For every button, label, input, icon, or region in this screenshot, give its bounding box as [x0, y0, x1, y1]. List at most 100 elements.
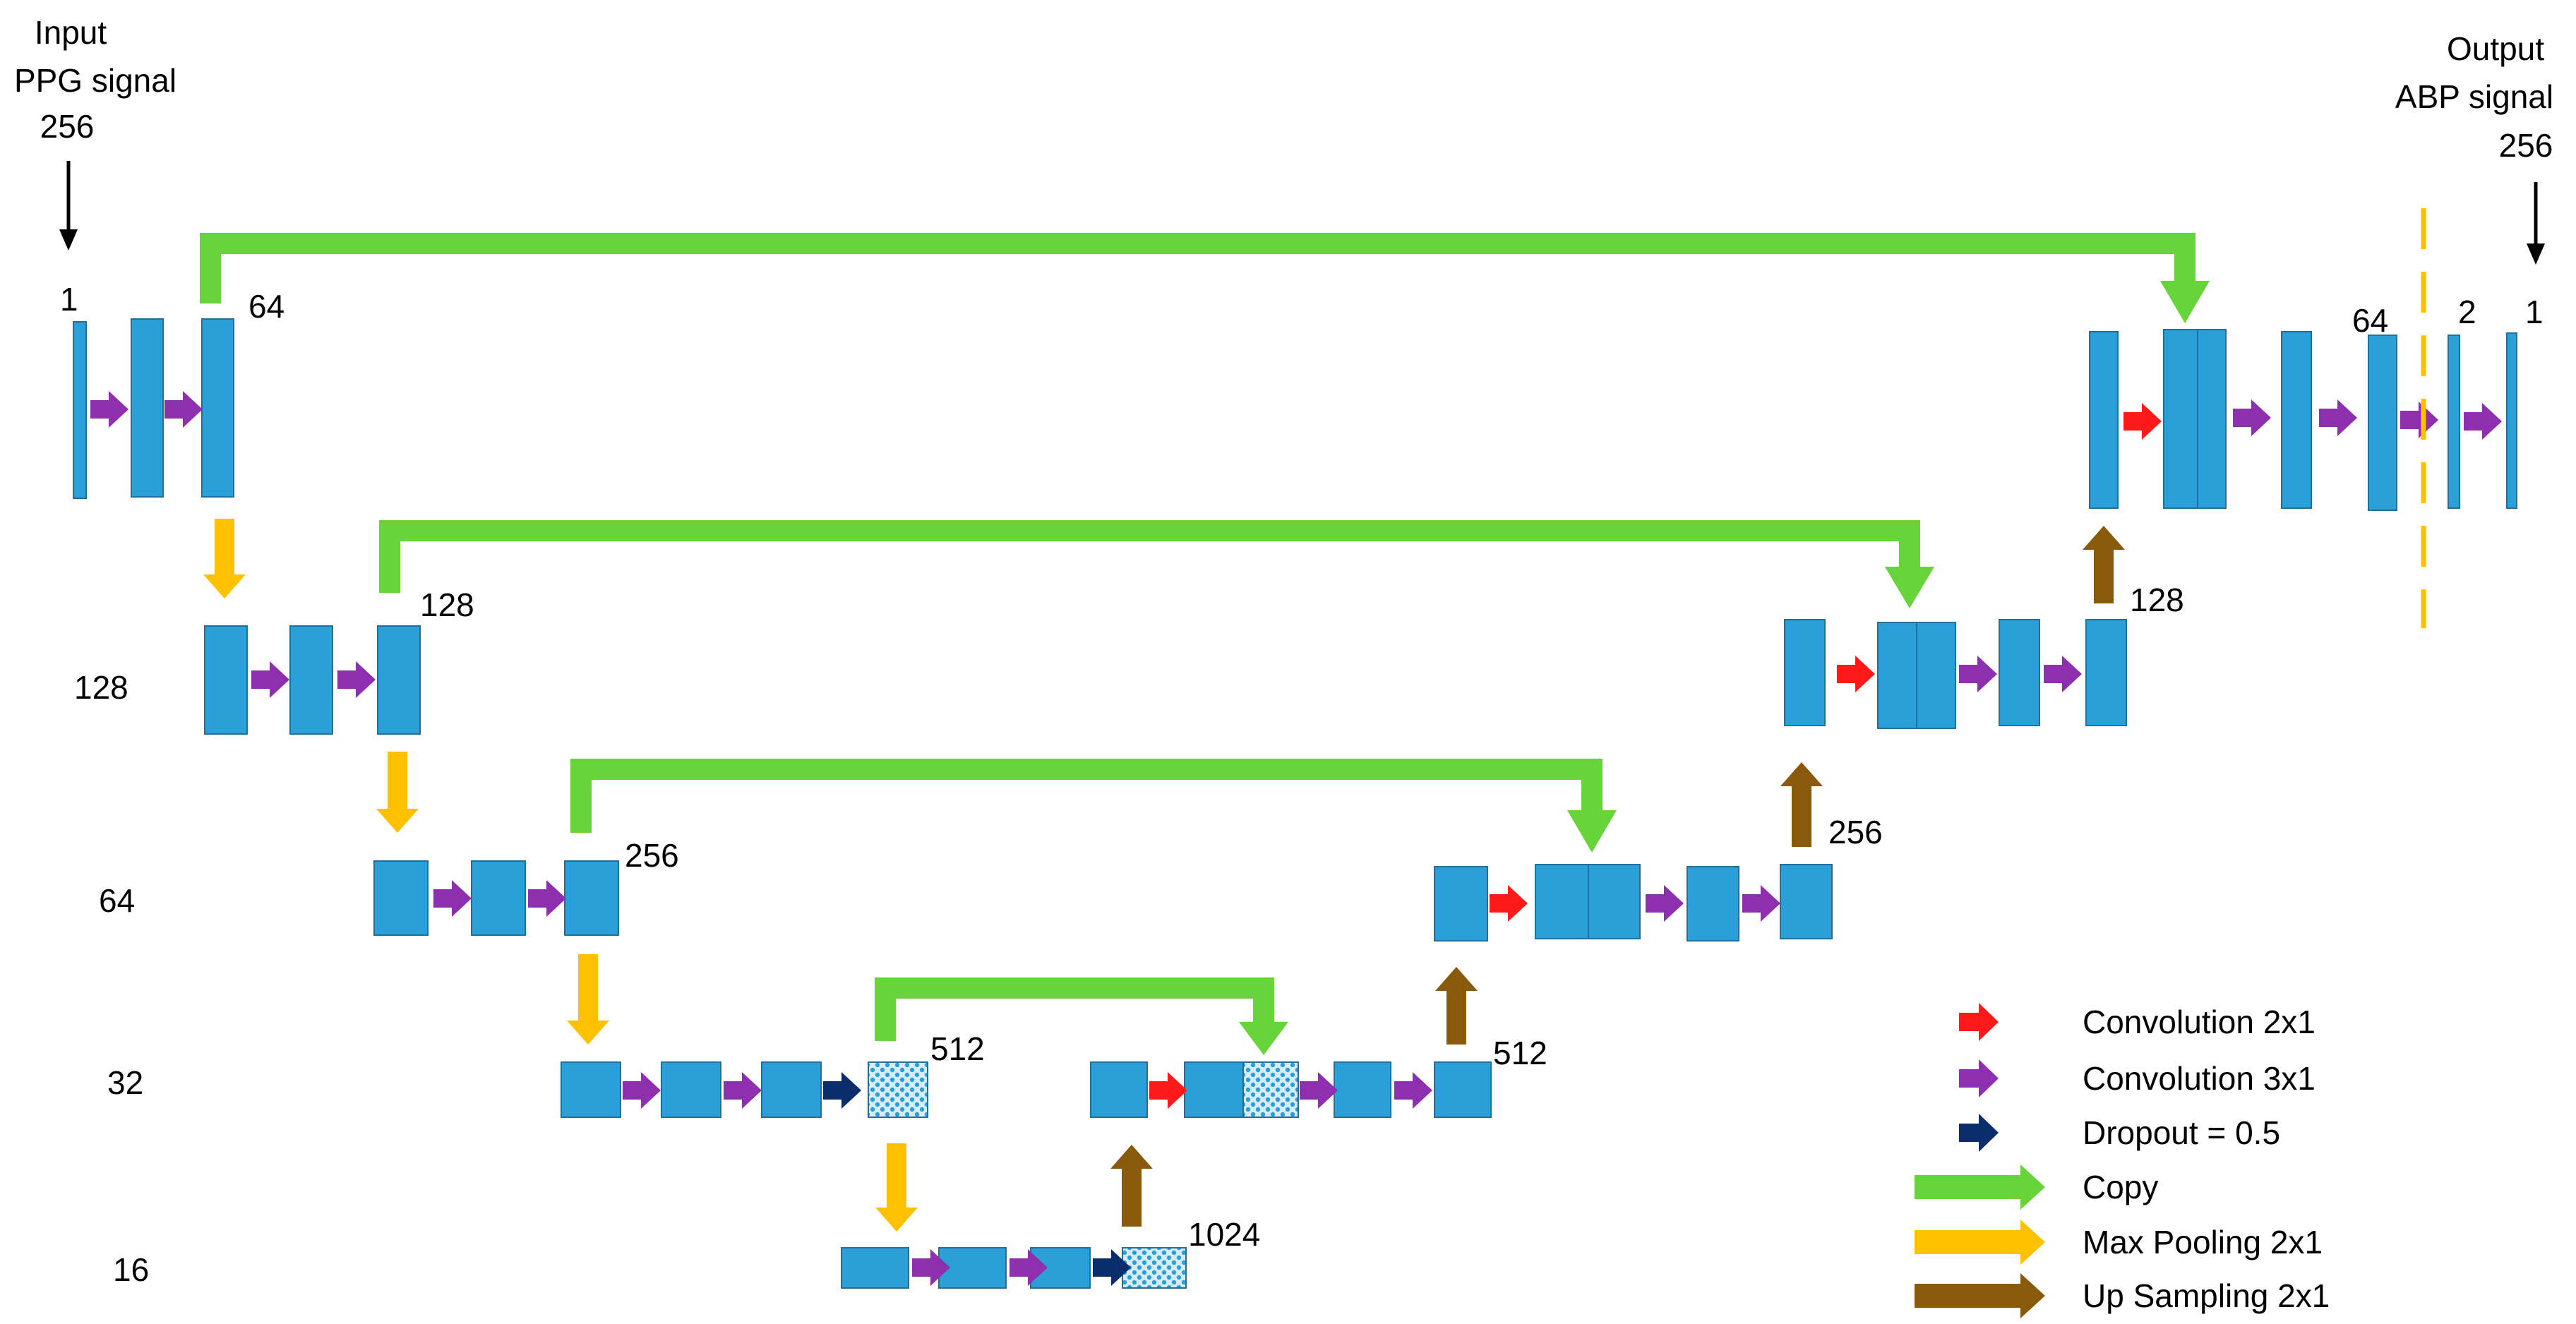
legend-label: Dropout = 0.5	[2083, 1114, 2280, 1151]
output-label-line3: 256	[2499, 127, 2553, 164]
block-bottleneck-b	[938, 1247, 1007, 1289]
conv2-arrow	[1490, 885, 1528, 922]
upsample-arrow	[1780, 762, 1823, 847]
channel-label-enc1: 64	[248, 288, 284, 325]
legend-item-conv3: Convolution 3x1	[1959, 1059, 2316, 1097]
dropout-arrow	[1093, 1249, 1131, 1286]
output-arrow-head	[2527, 243, 2545, 265]
conv3-arrow	[1394, 1072, 1432, 1109]
block-enc4-b	[661, 1061, 721, 1118]
conv3-arrow	[528, 880, 566, 917]
block-dec3-up	[1434, 866, 1488, 941]
copy-arrowhead-3	[1567, 810, 1617, 853]
channel-label-enc3: 256	[625, 837, 679, 874]
block-dec3-concat-a	[1535, 864, 1589, 939]
level-label-16: 16	[113, 1251, 149, 1288]
legend-item-dropout: Dropout = 0.5	[1959, 1114, 2280, 1152]
block-enc4-a	[561, 1061, 621, 1118]
conv3-arrow	[2464, 403, 2502, 440]
labels: Input PPG signal 256 Output ABP signal 2…	[14, 14, 2553, 1288]
block-enc2-b	[289, 625, 333, 735]
channel-label-out-2: 2	[2458, 294, 2476, 330]
block-dec1-concat-a	[2163, 329, 2198, 509]
channel-label-dec1: 64	[2352, 302, 2388, 339]
channel-label-out-1: 1	[2525, 294, 2544, 330]
legend-label: Convolution 3x1	[2083, 1060, 2316, 1097]
legend-label: Up Sampling 2x1	[2083, 1277, 2330, 1314]
block-dec1-c	[2368, 335, 2397, 511]
block-enc4-c	[761, 1061, 822, 1118]
conv2-icon	[1959, 1003, 1999, 1041]
channel-label-dec2: 128	[2130, 582, 2184, 618]
pool-icon	[1915, 1220, 2045, 1265]
dropout-arrow	[823, 1072, 861, 1109]
copy-icon	[1915, 1164, 2045, 1210]
legend-item-conv2: Convolution 2x1	[1959, 1003, 2316, 1041]
io-arrows	[59, 161, 2545, 265]
block-dec3-c	[1780, 864, 1833, 939]
block-dec1-up	[2089, 331, 2119, 509]
copy-connections	[200, 233, 2195, 1041]
copy-connection-4	[875, 977, 1274, 1041]
conv3-arrow	[2044, 656, 2082, 692]
conv3-arrow	[433, 880, 472, 917]
level-label-32: 32	[107, 1064, 143, 1101]
copy-arrowheads	[1239, 281, 2210, 1055]
upsample-arrow	[1110, 1145, 1153, 1227]
block-enc1-a	[131, 318, 164, 498]
block-enc3-c	[564, 860, 619, 936]
conv3-icon	[1959, 1059, 1999, 1097]
conv3-arrow	[912, 1249, 950, 1286]
conv3-arrow	[1300, 1072, 1338, 1109]
dropout-icon	[1959, 1114, 1999, 1152]
block-dec2-concat-a	[1877, 622, 1917, 729]
block-dec2-concat-b	[1916, 622, 1956, 729]
channel-label-in-1: 1	[60, 281, 78, 318]
block-enc1-b	[201, 318, 234, 498]
conv3-arrow	[251, 661, 289, 698]
block-dec1-b	[2281, 331, 2312, 509]
conv3-arrow	[2400, 402, 2438, 438]
block-dec3-b	[1687, 866, 1739, 941]
conv3-arrow	[2319, 399, 2357, 436]
copy-arrowhead-4	[1239, 1022, 1288, 1055]
level-label-128: 128	[74, 669, 128, 706]
conv3-arrow	[164, 391, 203, 428]
block-dec4-c	[1434, 1061, 1492, 1118]
conv2-arrow	[2123, 403, 2162, 440]
block-enc4-dropout	[868, 1061, 928, 1118]
legend-label: Max Pooling 2x1	[2083, 1224, 2323, 1260]
block-enc3-b	[471, 860, 526, 936]
block-bottleneck-a	[841, 1247, 909, 1289]
block-dec1-concat-b	[2197, 329, 2227, 509]
legend-label: Copy	[2083, 1169, 2158, 1205]
conv3-arrow	[337, 661, 376, 698]
block-dec4-up	[1090, 1061, 1148, 1118]
output-label-line1: Output	[2447, 30, 2544, 67]
up-arrows	[1110, 526, 2125, 1227]
conv3-arrow	[2233, 399, 2271, 436]
block-dec2-up	[1784, 619, 1826, 726]
pool-arrow	[875, 1143, 918, 1232]
conv3-arrow	[623, 1072, 661, 1109]
conv3-arrow	[724, 1072, 762, 1109]
input-label-line1: Input	[35, 14, 107, 51]
copy-connection-2	[379, 520, 1920, 593]
channel-label-enc2: 128	[420, 586, 474, 623]
conv3-arrow	[1646, 885, 1684, 922]
conv2-arrows	[1149, 403, 2162, 1109]
conv3-arrow	[90, 391, 128, 428]
pool-arrows	[203, 519, 918, 1232]
pool-arrow	[567, 954, 609, 1045]
copy-arrowhead-2	[1885, 567, 1934, 608]
level-label-64: 64	[99, 882, 135, 919]
pool-arrow	[376, 752, 419, 833]
feature-blocks	[73, 318, 2517, 1289]
conv3-arrows	[90, 391, 2502, 1286]
channel-label-enc4: 512	[930, 1030, 985, 1067]
block-dec4-concat-a	[1184, 1061, 1244, 1118]
input-arrow-head	[59, 229, 78, 251]
legend-item-copy: Copy	[1915, 1164, 2158, 1210]
block-enc3-a	[373, 860, 429, 936]
